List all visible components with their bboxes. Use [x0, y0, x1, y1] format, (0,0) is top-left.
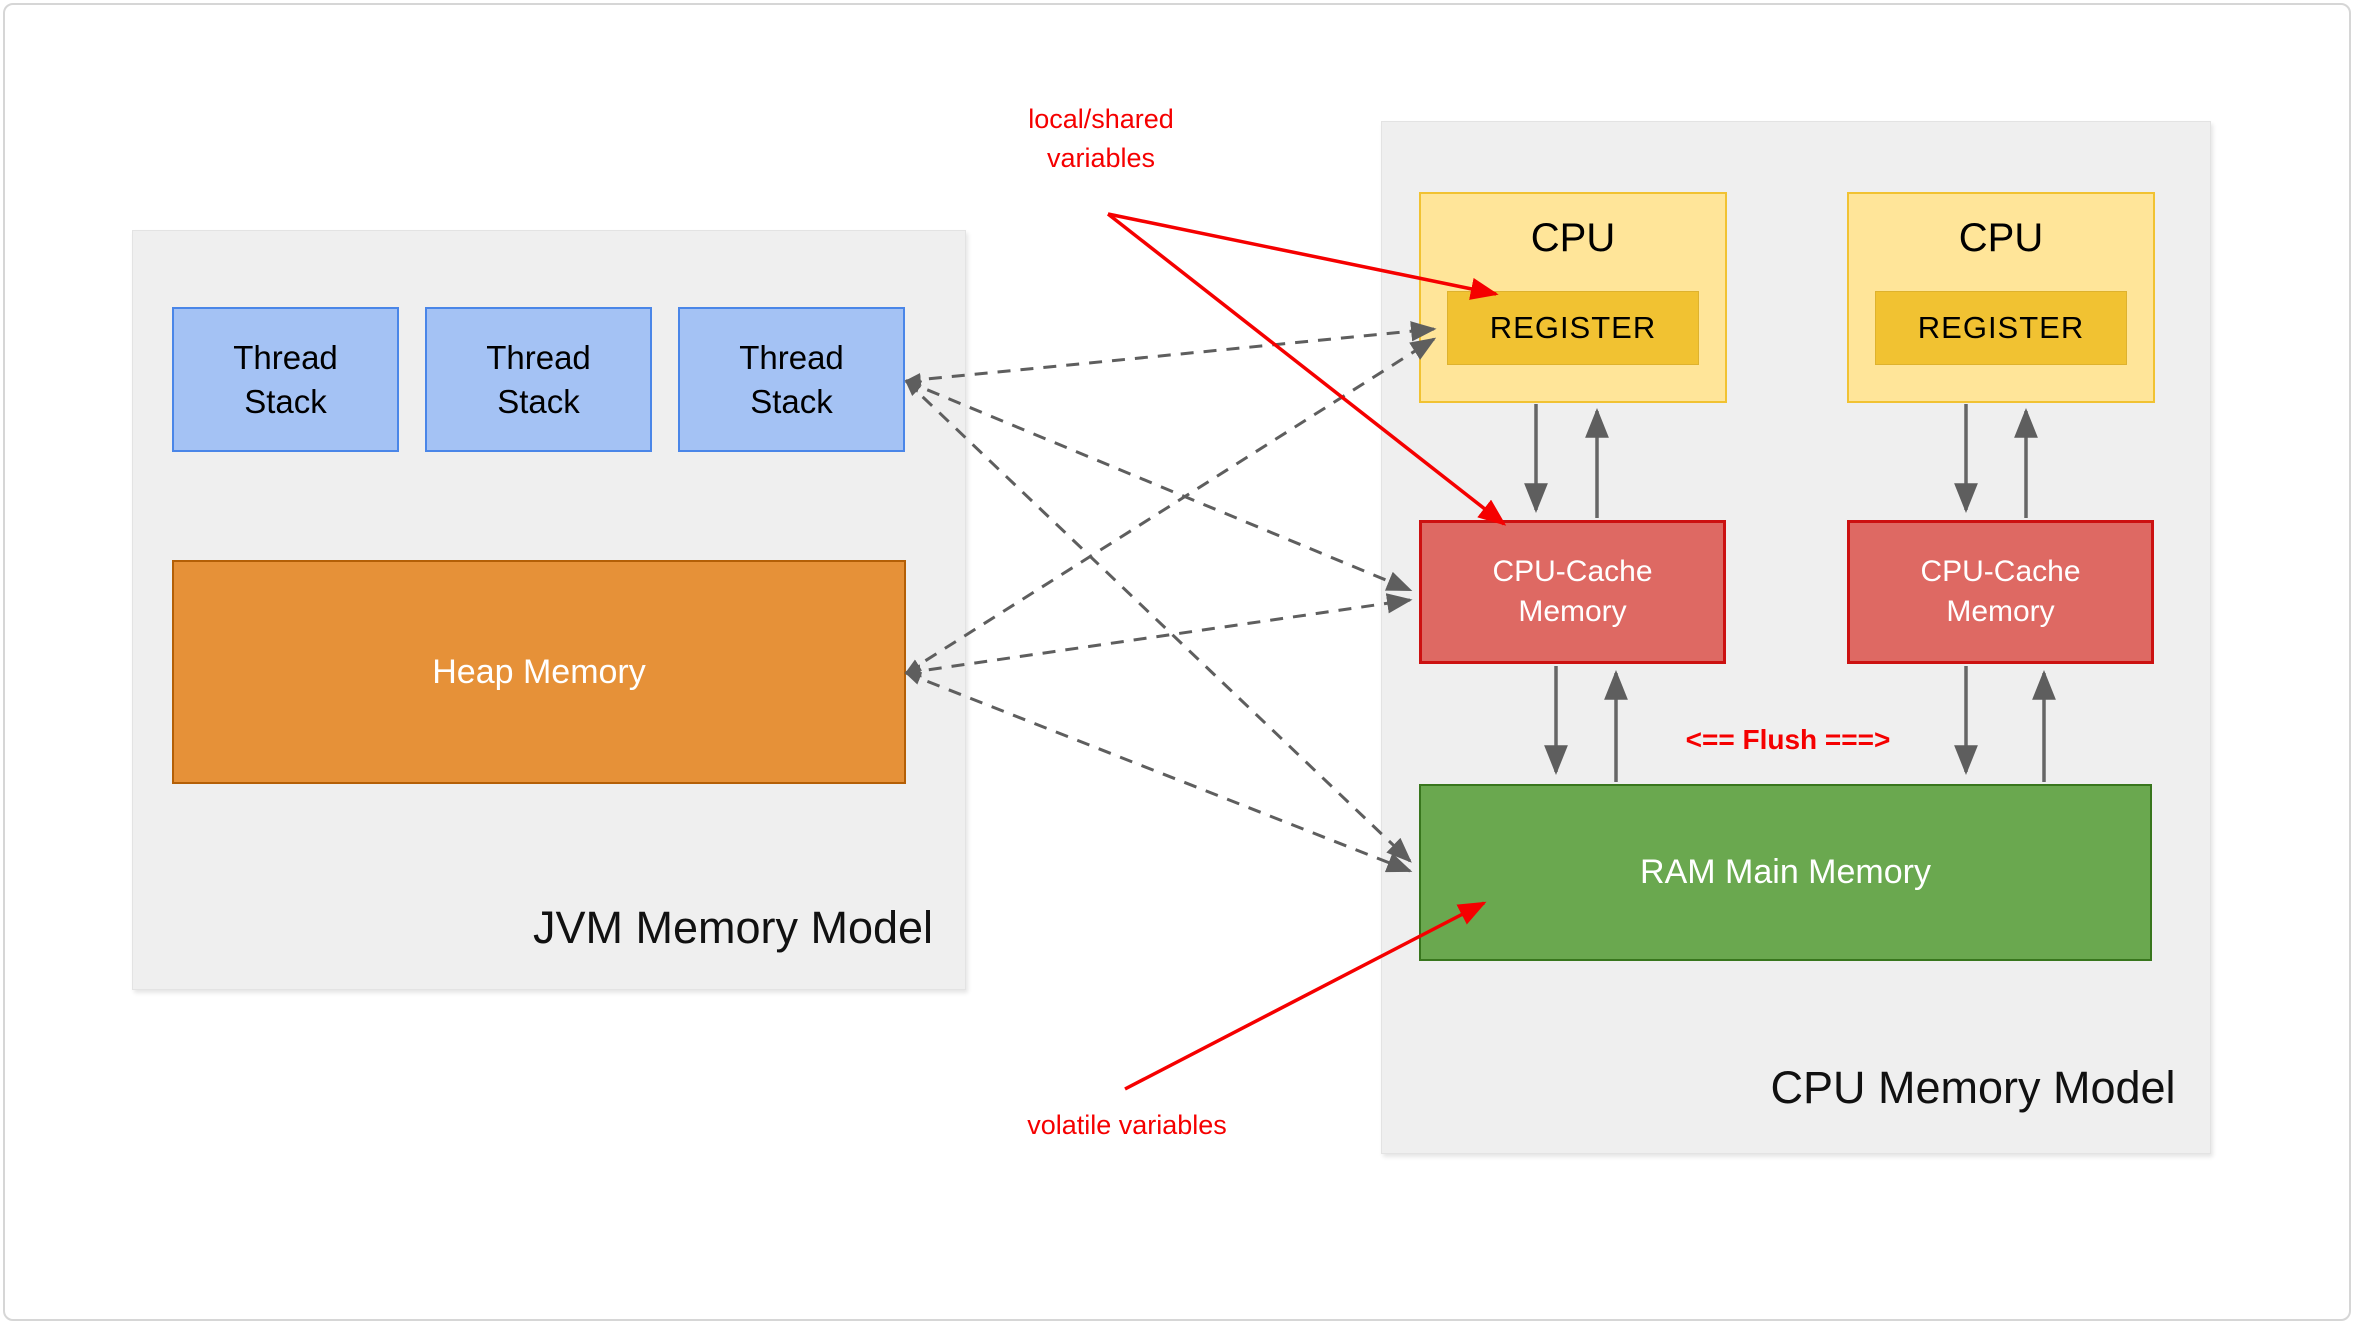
cpu-box-2: CPU REGISTER — [1847, 192, 2155, 403]
cpu-box-1: CPU REGISTER — [1419, 192, 1727, 403]
link-heap-ram — [904, 671, 1413, 873]
link-threadstack-register — [904, 321, 1437, 387]
thread-stack-label-line: Thread — [486, 338, 591, 376]
thread-stack-box-3: Thread Stack — [678, 307, 905, 452]
jvm-panel-title: JVM Memory Model — [532, 902, 934, 953]
thread-stack-label-line: Stack — [750, 382, 833, 420]
thread-stack-label-line: Stack — [244, 382, 327, 420]
link-heap-cache — [904, 593, 1413, 678]
link-heap-register — [904, 337, 1437, 675]
register-box-2: REGISTER — [1875, 291, 2127, 365]
cpu-cache-box-2: CPU-Cache Memory — [1847, 520, 2154, 664]
thread-stack-box-1: Thread Stack — [172, 307, 399, 452]
cpu-cache-label-line: Memory — [1946, 595, 2055, 628]
thread-stack-label-line: Thread — [233, 338, 338, 376]
cpu-label: CPU — [1958, 216, 2044, 260]
ram-main-memory-label: RAM Main Memory — [1640, 853, 1931, 891]
cpu-panel-title: CPU Memory Model — [1770, 1062, 2176, 1113]
local-shared-note-line: local/shared — [1028, 104, 1174, 134]
register-box-1: REGISTER — [1447, 291, 1699, 365]
flush-annotation: <== Flush ===> — [1685, 724, 1891, 755]
thread-stack-label-line: Stack — [497, 382, 580, 420]
heap-memory-label: Heap Memory — [432, 652, 646, 691]
cpu-cache-box-1: CPU-Cache Memory — [1419, 520, 1726, 664]
ram-main-memory-box: RAM Main Memory — [1419, 784, 2152, 961]
cpu-cache-label-line: CPU-Cache — [1920, 554, 2081, 588]
register-label: REGISTER — [1489, 310, 1657, 345]
cpu-label: CPU — [1530, 216, 1616, 260]
dashed-memory-links — [904, 321, 1437, 873]
thread-stack-label-line: Thread — [739, 338, 844, 376]
heap-memory-box: Heap Memory — [172, 560, 906, 784]
thread-stack-box-2: Thread Stack — [425, 307, 652, 452]
link-threadstack-ram — [904, 379, 1412, 863]
local-shared-variables-note: local/shared variables — [901, 100, 1301, 178]
volatile-variables-note: volatile variables — [1027, 1110, 1227, 1140]
register-label: REGISTER — [1917, 310, 2085, 345]
local-shared-note-line: variables — [1046, 143, 1156, 173]
link-threadstack-cache — [904, 379, 1413, 592]
cpu-cache-label-line: Memory — [1518, 595, 1627, 628]
cpu-cache-label-line: CPU-Cache — [1492, 554, 1653, 588]
